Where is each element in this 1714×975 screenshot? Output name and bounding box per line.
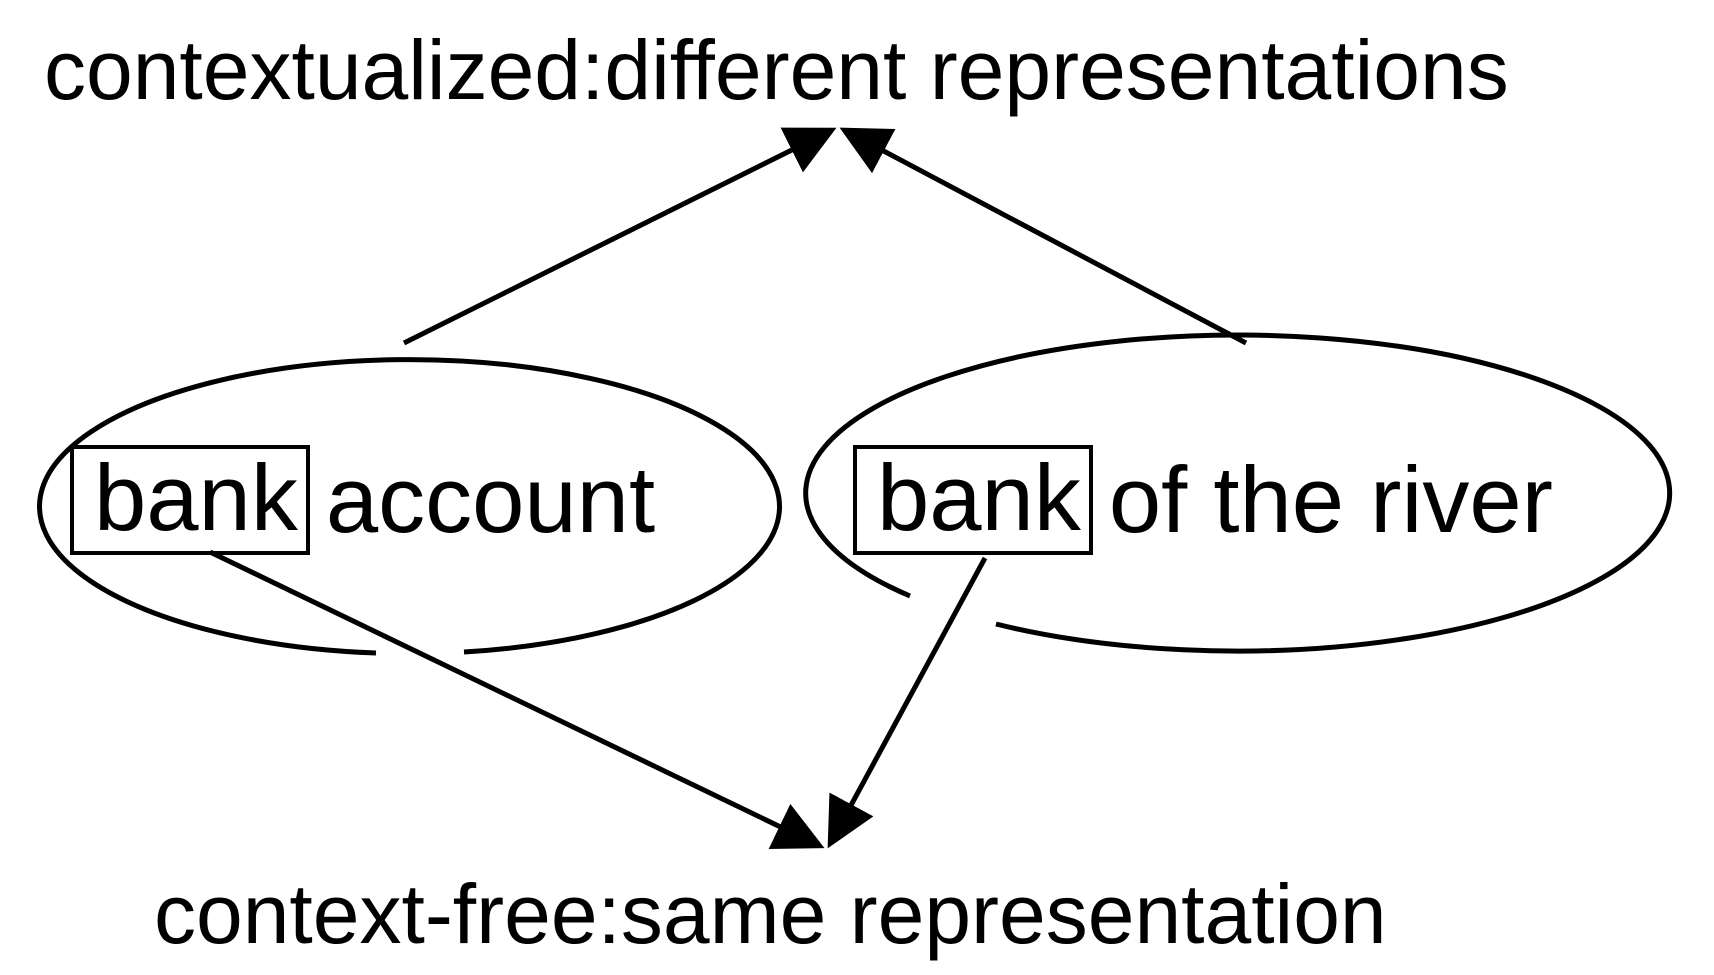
target-word-bank-left: bank <box>70 445 310 555</box>
arrow-right-bank-to-context-free <box>827 556 988 849</box>
phrase-rest-account: account <box>325 447 656 552</box>
context-free-caption: context-free:same representation <box>154 867 1387 961</box>
target-word-bank-right: bank <box>853 445 1093 555</box>
arrow-right-to-contextualized <box>839 127 1248 346</box>
phrase-rest-of-the-river: of the river <box>1108 447 1553 552</box>
phrase-bank-account: bank account <box>70 445 655 555</box>
phrase-bank-of-the-river: bank of the river <box>853 445 1553 555</box>
left-phrase-ellipse <box>37 357 782 656</box>
contextualized-caption: contextualized:different representations <box>44 23 1509 117</box>
right-phrase-ellipse <box>803 332 1673 654</box>
arrow-left-to-contextualized <box>402 127 837 346</box>
arrow-left-bank-to-context-free <box>208 549 825 849</box>
